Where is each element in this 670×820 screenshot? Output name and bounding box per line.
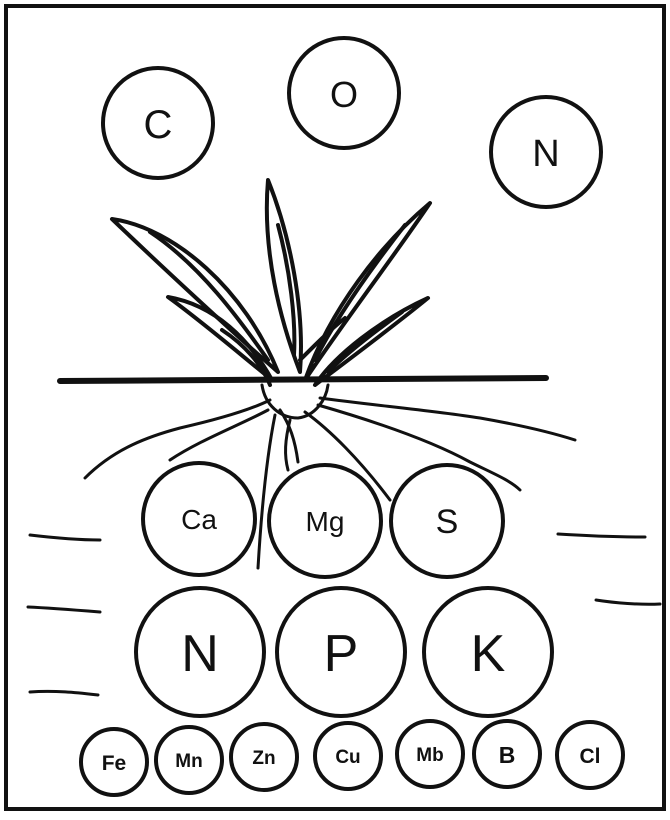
micro-nutrient-cl: Cl <box>557 722 623 788</box>
micro-nutrient-mb-label: Mb <box>416 745 443 766</box>
primary-nutrient-p: P <box>277 588 405 716</box>
soil-surface-line <box>60 378 546 381</box>
secondary-nutrient-s-label: S <box>436 503 459 541</box>
micro-nutrient-fe-label: Fe <box>102 752 127 775</box>
micro-nutrient-mn-label: Mn <box>175 751 202 772</box>
primary-nutrient-n-label: N <box>181 625 219 683</box>
micro-nutrient-fe: Fe <box>81 729 147 795</box>
micro-nutrient-mn: Mn <box>156 727 222 793</box>
secondary-nutrient-mg: Mg <box>269 465 381 577</box>
secondary-nutrient-ca-label: Ca <box>181 504 217 535</box>
micro-nutrient-zn: Zn <box>231 724 297 790</box>
micro-nutrient-zn-label: Zn <box>252 748 275 769</box>
primary-nutrient-p-label: P <box>324 625 359 683</box>
micro-nutrient-mb: Mb <box>397 721 463 787</box>
micro-nutrient-b: B <box>474 721 540 787</box>
micro-nutrient-b-label: B <box>499 742 516 768</box>
secondary-nutrient-mg-label: Mg <box>306 506 345 537</box>
air-nutrient-o-label: O <box>330 74 358 115</box>
micro-nutrient-cu-label: Cu <box>335 747 360 768</box>
primary-nutrient-k: K <box>424 588 552 716</box>
secondary-nutrient-s: S <box>391 465 503 577</box>
secondary-nutrient-ca: Ca <box>143 463 255 575</box>
primary-nutrient-n: N <box>136 588 264 716</box>
air-nutrient-c-label: C <box>144 103 173 147</box>
micro-nutrient-cl-label: Cl <box>580 745 601 768</box>
primary-nutrient-k-label: K <box>471 625 506 683</box>
air-nutrient-n-label: N <box>532 133 559 175</box>
micro-nutrient-cu: Cu <box>315 723 381 789</box>
